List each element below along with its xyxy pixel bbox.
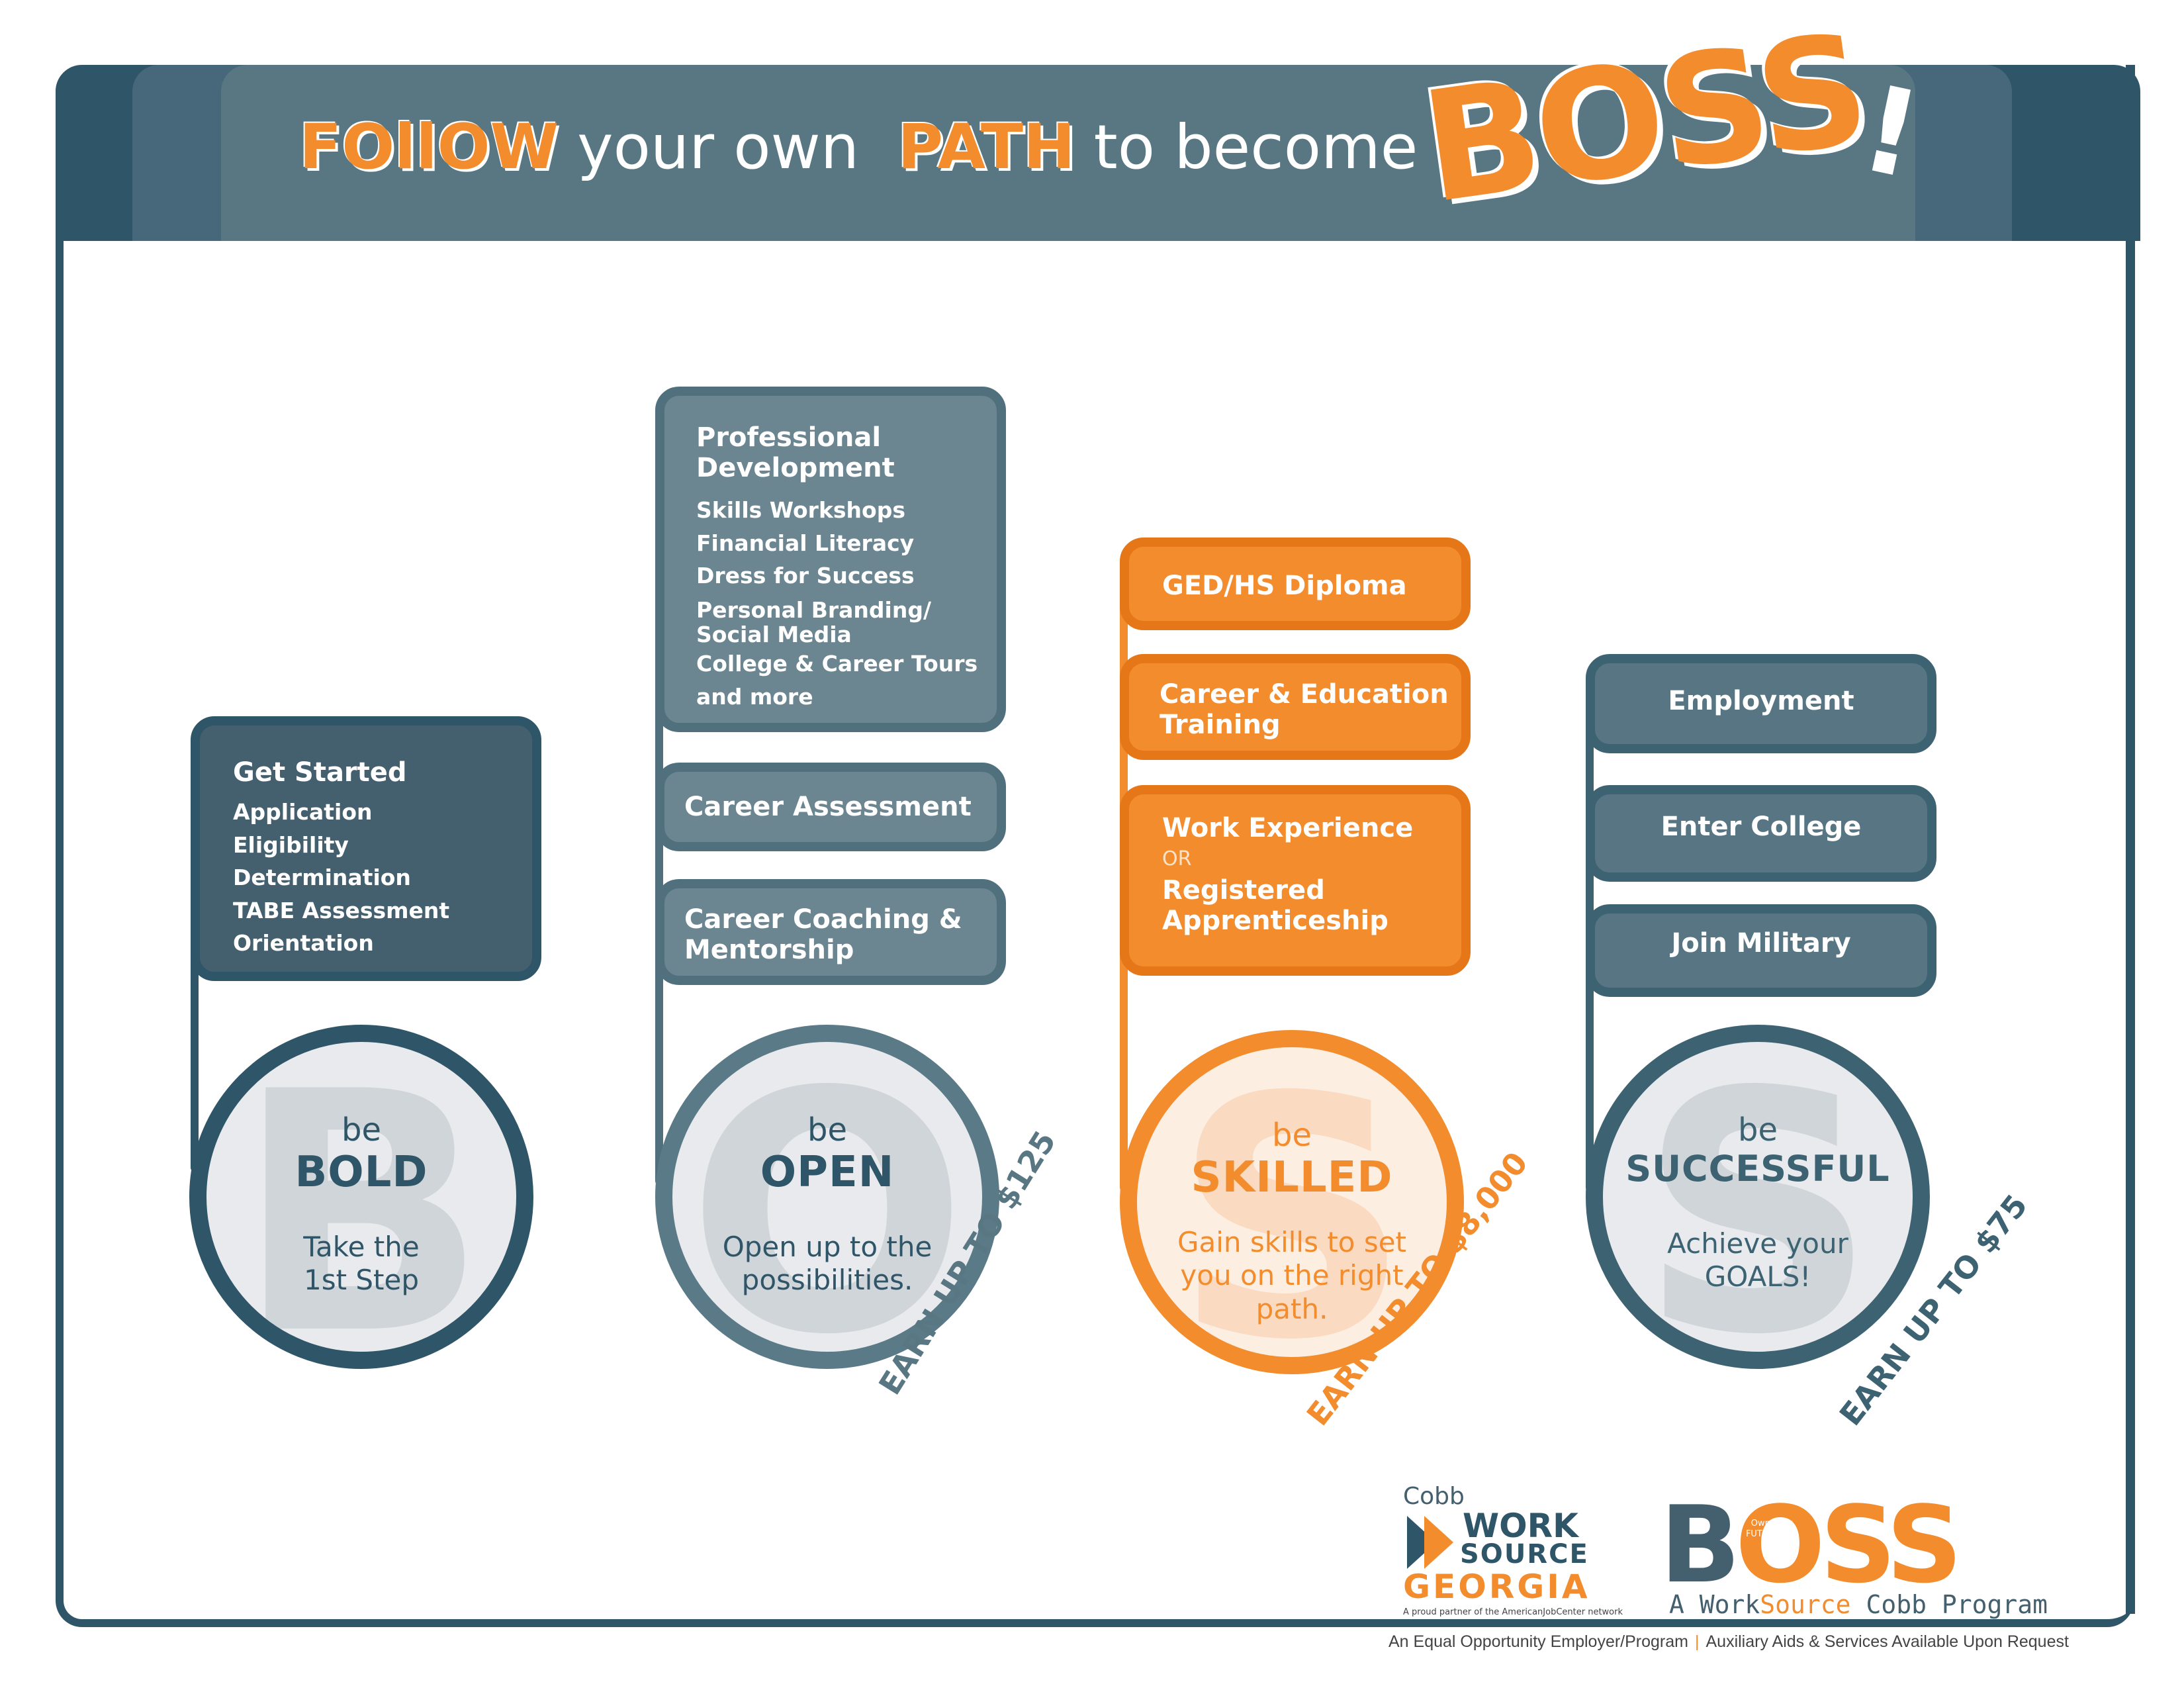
box-professional-development: Professional Development Skills Workshop… (655, 387, 1006, 732)
circle-desc-line: Take the (303, 1231, 420, 1263)
boss-sub-a: A Work (1669, 1590, 1760, 1619)
worksource-work: WORK (1463, 1507, 1578, 1545)
box-title-line: Training (1160, 710, 1281, 740)
circle-desc-line: Open up to the (722, 1231, 933, 1263)
circle-word: BOLD (295, 1148, 428, 1197)
header-title: FOllOW your own PATH to become a (299, 111, 1475, 211)
circle-desc-line: path. (1255, 1292, 1328, 1325)
box-career-assessment: Career Assessment (655, 763, 1006, 851)
list-item: Personal Branding/ (696, 596, 932, 623)
list-item: Dress for Success (696, 563, 915, 588)
circle-desc-line: Gain skills to set (1177, 1226, 1407, 1258)
list-item: Financial Literacy (696, 530, 915, 556)
boss-logo-subtitle: A WorkSource Cobb Program (1669, 1590, 2048, 1619)
box-title: Career Assessment (684, 792, 972, 822)
boss-sub-source: Source (1760, 1590, 1851, 1619)
box-title-line: Career & Education (1160, 679, 1449, 710)
circle-big-letter: S (1172, 1030, 1412, 1374)
circle-desc-line: 1st Step (303, 1264, 420, 1297)
circle-big-letter: B (235, 1025, 488, 1369)
box-title: Enter College (1661, 812, 1862, 842)
worksource-arrow-accent-icon (1424, 1516, 1453, 1569)
box-work-experience: Work Experience OR Registered Apprentice… (1120, 785, 1471, 976)
worksource-source: SOURCE (1460, 1539, 1589, 1570)
circle-desc: Open up to the possibilities. (672, 1231, 982, 1297)
list-item: TABE Assessment (233, 897, 450, 923)
box-title: Work Experience (1162, 813, 1414, 843)
list-item: College & Career Tours (696, 651, 978, 677)
box-title: Employment (1668, 686, 1854, 716)
box-title: Join Military (1671, 928, 1851, 959)
circle-word: SKILLED (1191, 1153, 1393, 1202)
circle-desc: Take the 1st Step (206, 1231, 516, 1297)
box-title: GED/HS Diploma (1162, 571, 1407, 601)
header-word-path: PATH (897, 111, 1075, 183)
box-title-line: Registered (1162, 875, 1325, 906)
box-join-military: Join Military (1586, 904, 1936, 997)
box-title-line: Professional (696, 422, 882, 453)
circle-be: be (807, 1111, 847, 1149)
box-enter-college: Enter College (1586, 785, 1936, 882)
list-item: and more (696, 683, 813, 710)
box-ged: GED/HS Diploma (1120, 538, 1471, 630)
eeo-right: Auxiliary Aids & Services Available Upon… (1706, 1632, 2069, 1651)
eeo-left: An Equal Opportunity Employer/Program (1388, 1632, 1688, 1651)
circle-be: be (1272, 1117, 1312, 1154)
circle-desc-line: GOALS! (1704, 1260, 1811, 1293)
header-banner-inner (221, 65, 1915, 241)
header-word-follow: FOllOW (299, 111, 559, 183)
circle-big-letter: S (1638, 1025, 1878, 1369)
list-item: Social Media (696, 622, 852, 648)
box-title-line: Mentorship (684, 935, 854, 965)
circle-desc: Gain skills to set you on the right path… (1137, 1226, 1447, 1326)
box-get-started: Get Started Application Eligibility Dete… (191, 716, 541, 981)
boss-logo-ss: SS (1819, 1483, 1962, 1607)
box-title-line: Apprenticeship (1162, 906, 1388, 936)
boss-sub-b: Cobb Program (1850, 1590, 2048, 1619)
circle-desc: Achieve your GOALS! (1603, 1227, 1913, 1294)
box-career-education-training: Career & Education Training (1120, 654, 1471, 760)
frame-right-border (2126, 65, 2135, 1614)
list-item: Orientation (233, 930, 374, 956)
worksource-cobb-label: Cobb (1403, 1483, 1465, 1510)
eeo-separator: | (1695, 1632, 1700, 1651)
header-word-your-own: your own (577, 112, 860, 183)
circle-desc-line: you on the right (1180, 1259, 1404, 1292)
box-career-coaching: Career Coaching & Mentorship (655, 879, 1006, 985)
circle-desc-line: possibilities. (741, 1264, 913, 1297)
box-title: Get Started (233, 757, 407, 788)
list-item: Application (233, 799, 373, 825)
boss-logo: BOSS (1660, 1492, 1962, 1598)
circle-successful: S be SUCCESSFUL Achieve your GOALS! (1586, 1025, 1930, 1369)
worksource-georgia: GEORGIA (1403, 1568, 1590, 1606)
connector-line-bold (191, 953, 199, 1172)
or-label: OR (1162, 847, 1192, 870)
boss-logo-b: B (1660, 1483, 1741, 1607)
box-title-line: Development (696, 453, 895, 483)
box-employment: Employment (1586, 654, 1936, 753)
box-title-line: Career Coaching & (684, 904, 962, 935)
circle-word: SUCCESSFUL (1625, 1148, 1890, 1190)
circle-bold: B be BOLD Take the 1st Step (189, 1025, 533, 1369)
worksource-partner-line: A proud partner of the AmericanJobCenter… (1403, 1607, 1623, 1617)
circle-desc-line: Achieve your (1667, 1227, 1848, 1260)
boss-logo-tagline: Own your FUTURE like a... (1745, 1519, 1798, 1550)
circle-be: be (341, 1111, 381, 1149)
list-item: Skills Workshops (696, 497, 905, 523)
header-word-to-become: to become a (1093, 112, 1475, 183)
circle-be: be (1738, 1111, 1778, 1149)
list-item: Eligibility Determination (233, 831, 411, 891)
equal-opportunity-notice: An Equal Opportunity Employer/Program | Au… (1388, 1632, 2069, 1652)
boss-logo-o: O (1735, 1483, 1825, 1607)
circle-word: OPEN (760, 1148, 895, 1197)
circle-big-letter: O (686, 1025, 968, 1369)
